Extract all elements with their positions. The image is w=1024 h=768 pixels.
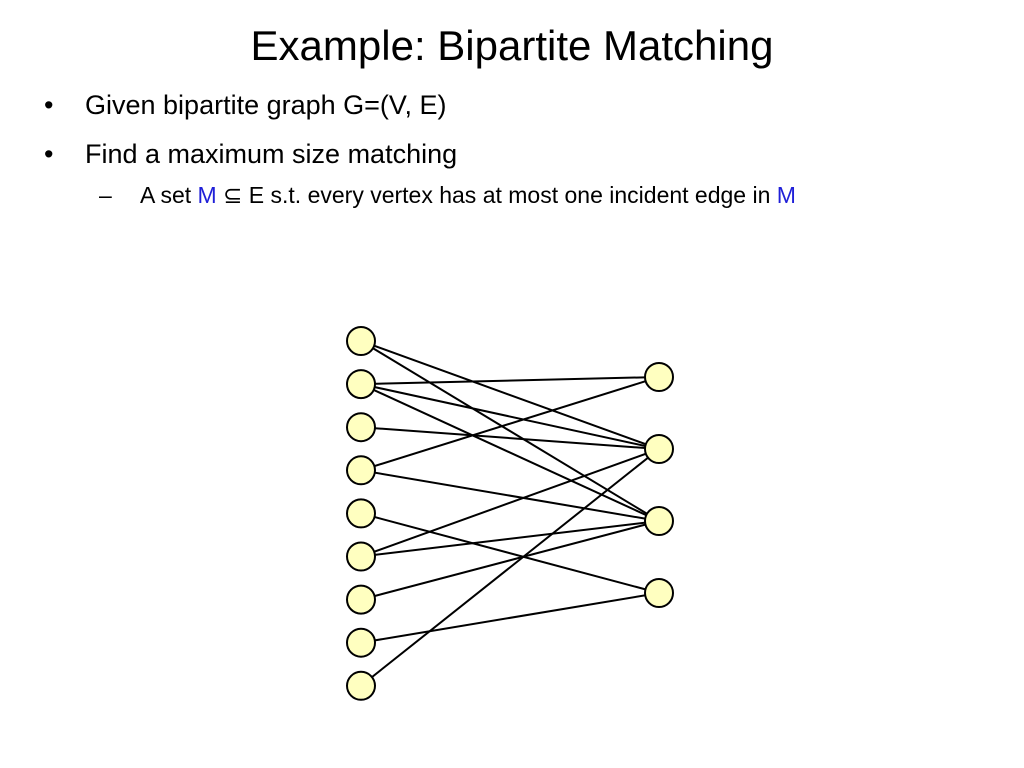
- vertex-layer: [346, 326, 674, 701]
- graph-edge: [360, 383, 660, 522]
- graph-edge: [360, 340, 660, 450]
- graph-edge: [360, 592, 660, 644]
- bullet-list: • Given bipartite graph G=(V, E) • Find …: [44, 88, 1004, 210]
- bullet-text: Given bipartite graph G=(V, E): [85, 90, 447, 120]
- right-vertex: [644, 578, 674, 608]
- left-vertex: [346, 498, 376, 529]
- graph-edge: [360, 520, 660, 558]
- left-vertex: [346, 455, 376, 486]
- bullet-item: • Find a maximum size matching: [44, 137, 1004, 171]
- graph-edge: [360, 376, 660, 472]
- left-vertex: [346, 670, 376, 701]
- left-vertex: [346, 326, 376, 356]
- graph-edge: [360, 340, 660, 522]
- graph-edge: [360, 448, 660, 687]
- bullet-marker: •: [44, 139, 54, 169]
- bullet-item: • Given bipartite graph G=(V, E): [44, 88, 1004, 122]
- graph-edge: [360, 426, 660, 450]
- subset-symbol: ⊆: [223, 182, 243, 208]
- slide-title: Example: Bipartite Matching: [250, 22, 774, 69]
- bullet-text: Find a maximum size matching: [85, 139, 458, 169]
- left-vertex: [346, 584, 376, 615]
- set-name-end: M: [776, 182, 796, 208]
- sub-bullet-prefix: A set: [140, 182, 198, 208]
- left-vertex: [346, 369, 376, 400]
- graph-edge: [360, 469, 660, 522]
- right-vertex: [644, 434, 674, 464]
- left-vertex: [346, 627, 376, 658]
- left-vertex: [346, 541, 376, 572]
- sub-bullet-middle: E s.t. every vertex has at most one inci…: [242, 182, 777, 208]
- left-vertex: [346, 412, 376, 443]
- right-vertex: [644, 362, 674, 392]
- right-vertex: [644, 506, 674, 536]
- graph-edge: [360, 383, 660, 450]
- graph-edge: [360, 512, 660, 594]
- bullet-marker: •: [44, 90, 54, 120]
- graph-edge: [360, 448, 660, 558]
- edge-layer: [360, 340, 660, 687]
- graph-edge: [360, 520, 660, 601]
- sub-bullet-item: – A set M ⊆ E s.t. every vertex has at m…: [99, 180, 1004, 210]
- set-name: M: [197, 182, 217, 208]
- graph-edge: [360, 376, 660, 386]
- sub-bullet-marker: –: [99, 182, 112, 208]
